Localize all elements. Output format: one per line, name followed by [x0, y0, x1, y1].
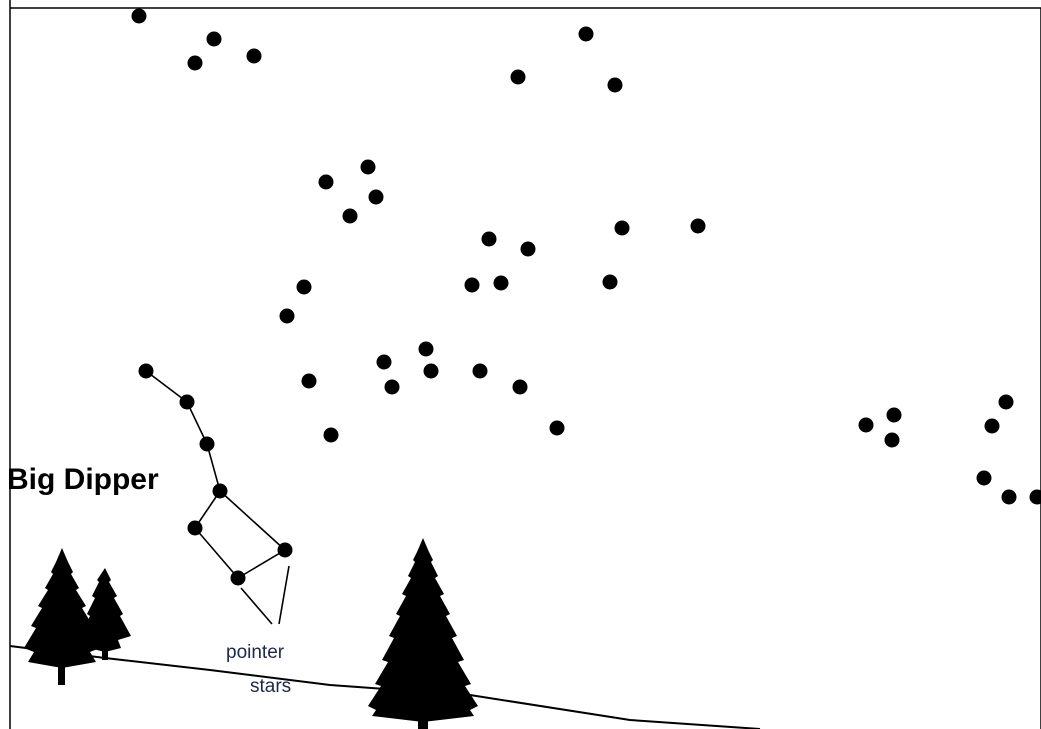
- big-dipper-star: [212, 483, 228, 499]
- star: [423, 363, 439, 379]
- star: [520, 241, 536, 257]
- star: [246, 48, 262, 64]
- tree-left-small: [80, 568, 131, 660]
- star: [206, 31, 222, 47]
- pointer-leader-lines: [240, 565, 290, 625]
- star: [418, 341, 434, 357]
- star: [1029, 489, 1041, 505]
- star: [296, 279, 312, 295]
- big-dipper-star: [277, 542, 293, 558]
- star: [323, 427, 339, 443]
- big-dipper-star: [179, 394, 195, 410]
- star: [884, 432, 900, 448]
- star: [318, 174, 334, 190]
- star: [481, 231, 497, 247]
- star: [607, 77, 623, 93]
- pointer-stars-label-line1: pointer: [226, 642, 285, 663]
- big-dipper-star: [138, 363, 154, 379]
- star: [493, 275, 509, 291]
- big-dipper-lines: [145, 370, 287, 580]
- star: [886, 407, 902, 423]
- star: [464, 277, 480, 293]
- star: [472, 363, 488, 379]
- big-dipper-star: [199, 436, 215, 452]
- pointer-stars-label-line2: stars: [250, 676, 291, 697]
- star: [279, 308, 295, 324]
- big-dipper-star: [187, 520, 203, 536]
- star: [1001, 489, 1017, 505]
- big-dipper-handle: [145, 370, 221, 492]
- big-dipper-label: Big Dipper: [7, 463, 159, 496]
- star: [690, 218, 706, 234]
- star: [976, 470, 992, 486]
- big-dipper-bowl: [193, 489, 287, 580]
- star: [187, 55, 203, 71]
- stars: [131, 8, 1041, 586]
- star: [984, 418, 1000, 434]
- star: [342, 208, 358, 224]
- star: [602, 274, 618, 290]
- pointer-leader-left: [240, 587, 273, 625]
- star: [614, 220, 630, 236]
- star: [131, 8, 147, 24]
- frame: [9, 0, 1041, 729]
- star: [360, 159, 376, 175]
- star: [368, 189, 384, 205]
- star: [858, 417, 874, 433]
- star: [376, 354, 392, 370]
- star: [549, 420, 565, 436]
- star: [384, 379, 400, 395]
- star: [510, 69, 526, 85]
- star: [998, 394, 1014, 410]
- big-dipper-star: [230, 570, 246, 586]
- star: [512, 379, 528, 395]
- star: [301, 373, 317, 389]
- tree-center-large: [368, 538, 478, 729]
- star: [578, 26, 594, 42]
- pointer-leader-right: [278, 565, 290, 625]
- tree-left-large: [24, 548, 100, 685]
